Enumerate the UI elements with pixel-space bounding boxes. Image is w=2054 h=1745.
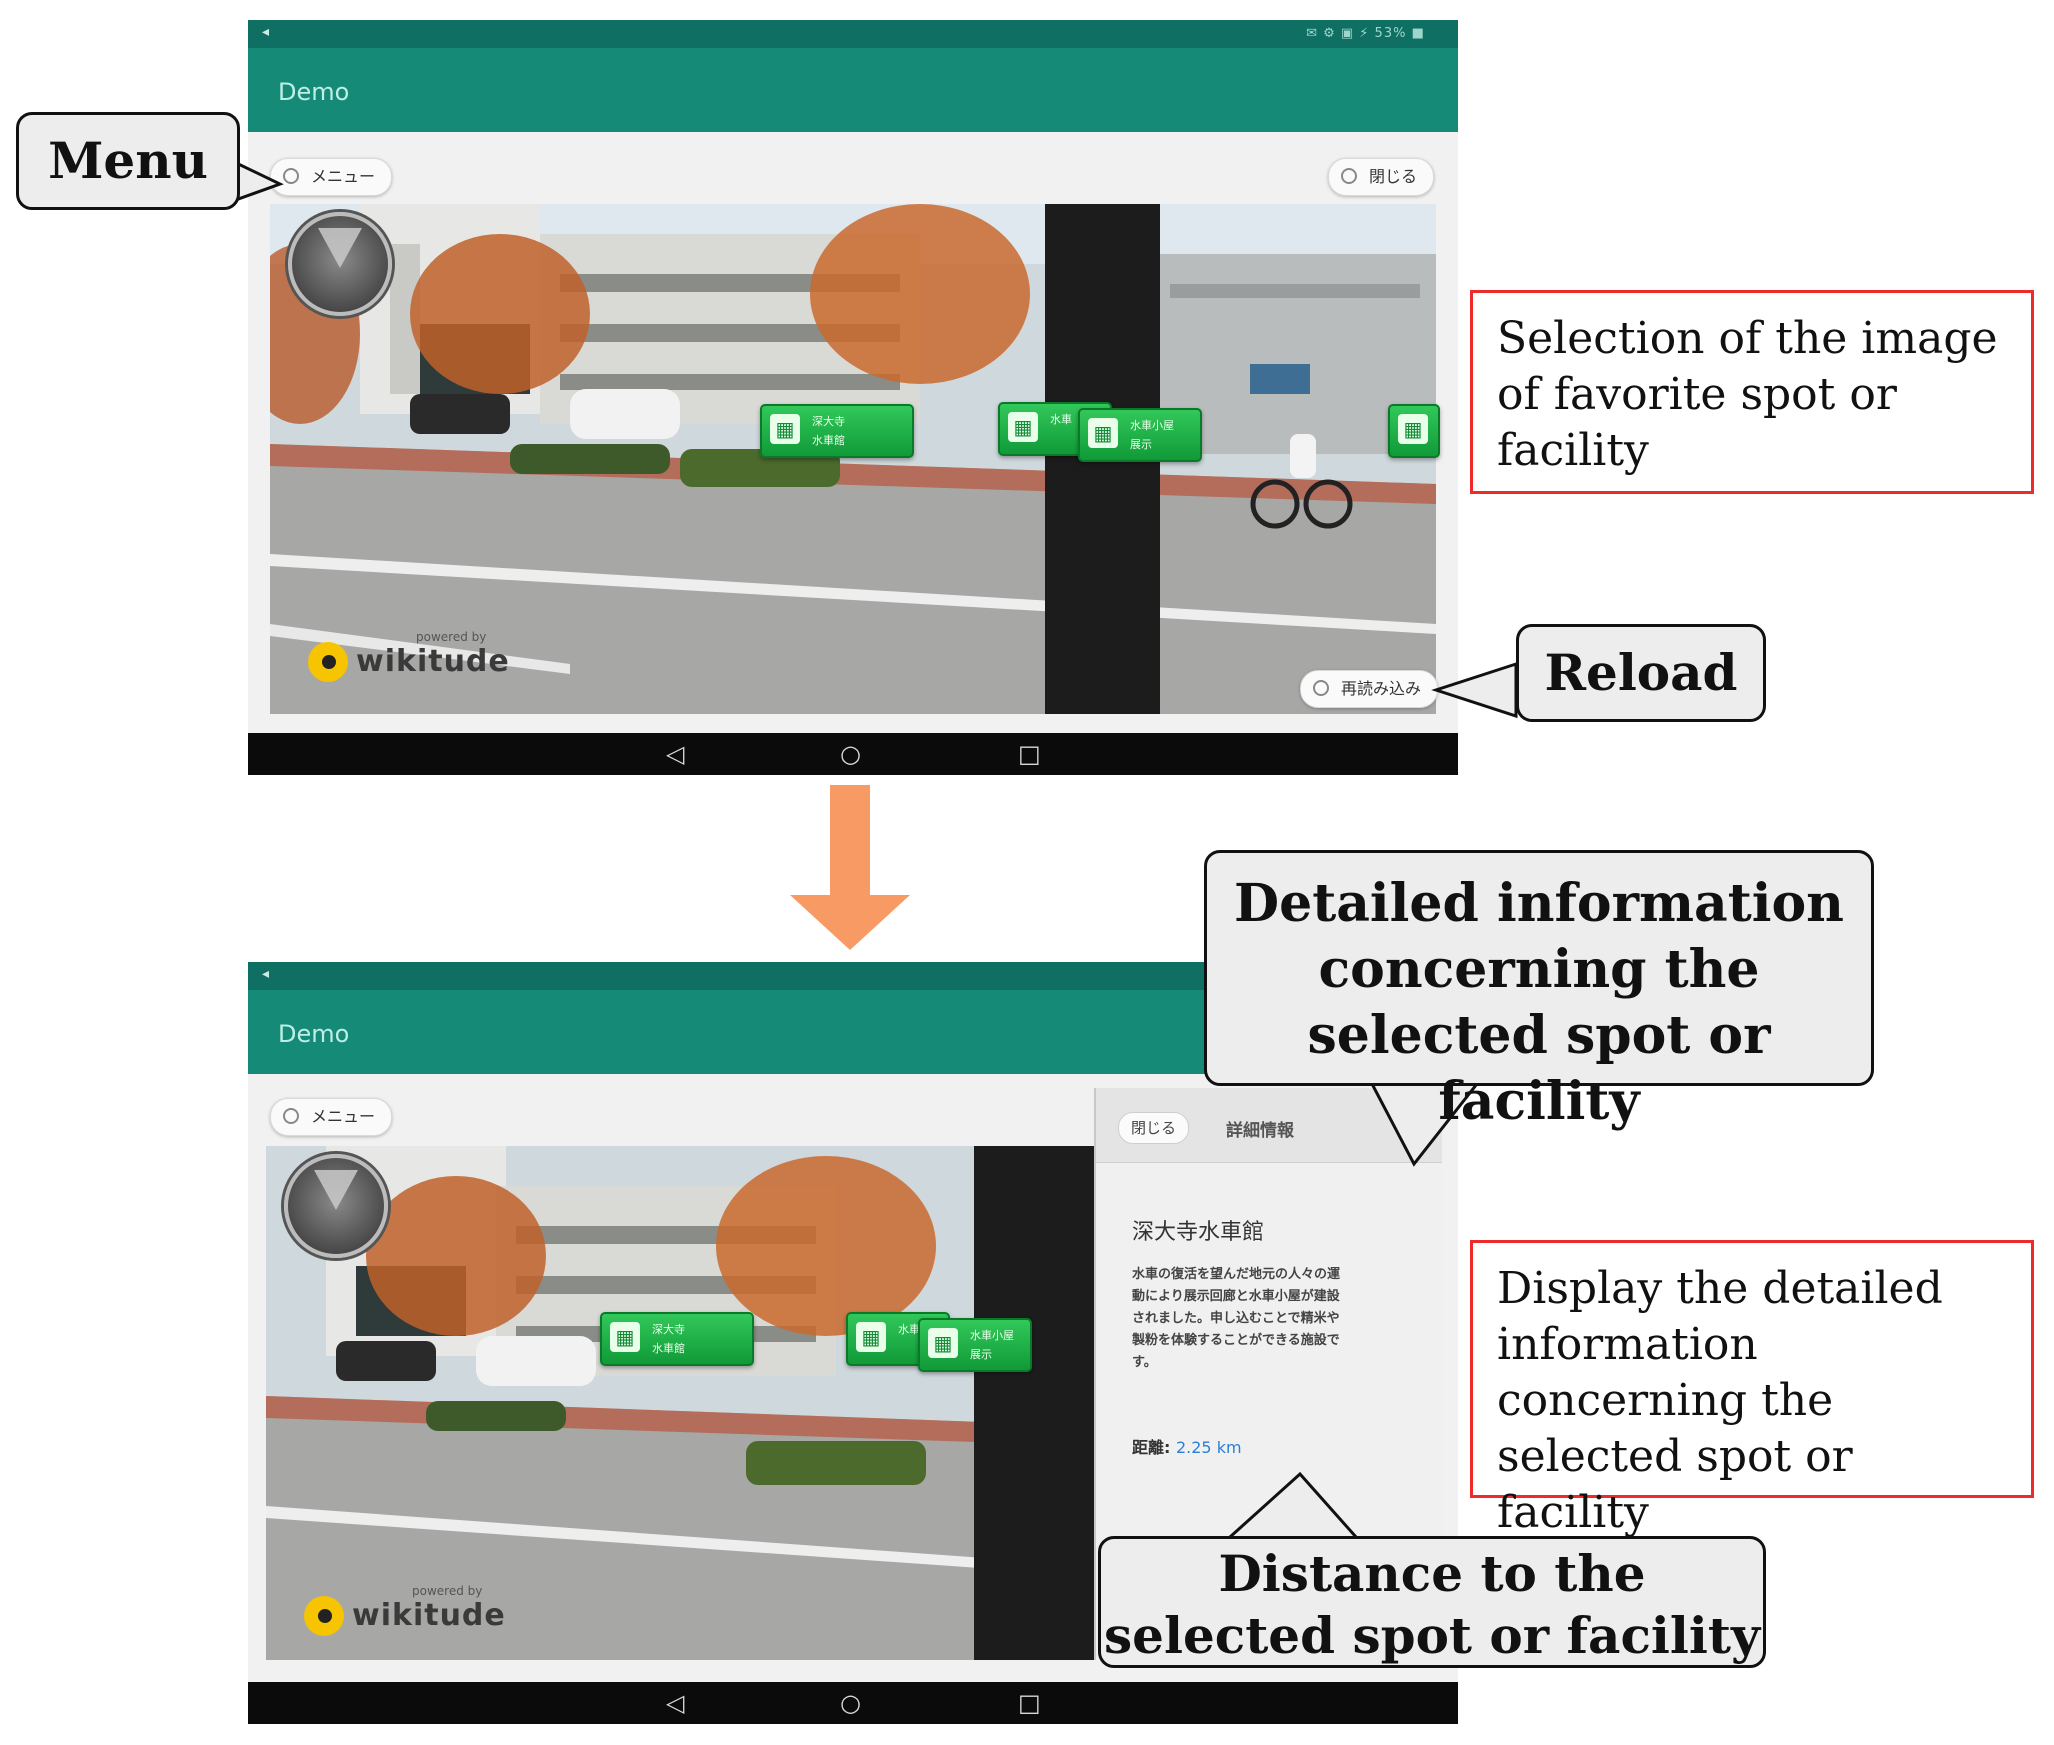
reload-annotation: Reload <box>1516 624 1766 722</box>
reload-annotation-text: Reload <box>1544 643 1738 702</box>
panel-title-detail-info: 詳細情報 <box>1226 1121 1294 1141</box>
radar-view-cone <box>314 1170 358 1210</box>
reload-button-label: 再読み込み <box>1341 679 1422 698</box>
display-detail-annotation-text: Display the detailed information concern… <box>1497 1263 1943 1538</box>
wikitude-logo: powered by wikitude <box>304 1584 524 1644</box>
ar-poi-marker[interactable]: ▦ 水車小屋 展示 <box>918 1318 1032 1372</box>
camera-feed <box>270 204 1436 714</box>
distance-annotation: Distance to the selected spot or facilit… <box>1098 1536 1766 1668</box>
compass-radar <box>284 1154 388 1258</box>
home-nav-button[interactable]: ○ <box>840 740 861 768</box>
back-nav-button[interactable]: ◁ <box>666 1689 685 1717</box>
building-icon: ▦ <box>1088 418 1118 448</box>
marker-label: 深大寺 <box>812 415 845 428</box>
radio-icon <box>283 168 299 184</box>
status-notification-icon: ◂ <box>262 24 270 40</box>
menu-button-label: メニュー <box>311 167 376 186</box>
building-icon: ▦ <box>1398 414 1428 444</box>
ar-poi-marker[interactable]: ▦ 水車小屋 展示 <box>1078 408 1202 462</box>
wikitude-powered-by: powered by <box>412 1584 483 1598</box>
camera-feed <box>266 1146 1094 1660</box>
marker-label: 深大寺 <box>652 1323 685 1336</box>
detailed-info-annotation-text: Detailed information concerning the sele… <box>1234 873 1844 1132</box>
ar-view: ▦ 深大寺 水車館 ▦ 水車 ▦ 水車小屋 展示 メニュー powered by… <box>248 1074 1458 1682</box>
selection-annotation-text: Selection of the image of favorite spot … <box>1497 313 1998 476</box>
ar-poi-marker[interactable]: ▦ 深大寺 水車館 <box>760 404 914 458</box>
spot-description: 水車の復活を望んだ地元の人々の運動により展示回廊と水車小屋が建設されました。申し… <box>1132 1267 1341 1370</box>
ar-view: ▦ 深大寺 水車館 ▦ 水車 ▦ 水車小屋 展示 ▦ メニュー 閉じる 再読み込… <box>248 132 1458 733</box>
wikitude-powered-by: powered by <box>416 630 487 644</box>
selection-annotation-box: Selection of the image of favorite spot … <box>1470 290 2034 494</box>
android-nav-bar: ◁ ○ □ <box>248 1682 1458 1724</box>
menu-button-label: メニュー <box>311 1107 376 1126</box>
back-nav-button[interactable]: ◁ <box>666 740 685 768</box>
status-notification-icon: ◂ <box>262 966 270 982</box>
flow-arrow-icon <box>790 785 910 950</box>
recent-apps-nav-button[interactable]: □ <box>1018 740 1041 768</box>
marker-sublabel: 展示 <box>970 1348 992 1361</box>
distance-annotation-text: Distance to the selected spot or facilit… <box>1103 1544 1761 1665</box>
close-button[interactable]: 閉じる <box>1328 158 1435 196</box>
home-nav-button[interactable]: ○ <box>840 1689 861 1717</box>
building-icon: ▦ <box>1008 412 1038 442</box>
reload-button[interactable]: 再読み込み <box>1300 670 1439 708</box>
marker-label: 水車 <box>1050 413 1072 426</box>
building-icon: ▦ <box>770 414 800 444</box>
marker-label: 水車 <box>898 1323 920 1336</box>
spot-distance: 距離: 2.25 km <box>1132 1434 1242 1458</box>
status-icons: ✉ ⚙ ▣ ⚡ 53% ■ <box>1306 26 1444 41</box>
ar-poi-marker[interactable]: ▦ 深大寺 水車館 <box>600 1312 754 1366</box>
recent-apps-nav-button[interactable]: □ <box>1018 1689 1041 1717</box>
distance-label: 距離: <box>1132 1438 1171 1457</box>
app-title: Demo <box>278 78 350 106</box>
wikitude-eye-icon <box>308 642 348 682</box>
marker-sublabel: 水車館 <box>812 434 845 447</box>
radio-icon <box>1341 168 1357 184</box>
wikitude-wordmark: wikitude <box>352 1598 506 1633</box>
radio-icon <box>283 1108 299 1124</box>
menu-annotation-text: Menu <box>48 131 208 190</box>
marker-sublabel: 展示 <box>1130 438 1152 451</box>
detailed-info-annotation: Detailed information concerning the sele… <box>1204 850 1874 1132</box>
radar-view-cone <box>318 228 362 268</box>
compass-radar <box>288 212 392 316</box>
distance-value: 2.25 km <box>1175 1438 1242 1457</box>
panel-close-button[interactable]: 閉じる <box>1118 1112 1190 1144</box>
wikitude-eye-icon <box>304 1596 344 1636</box>
marker-label: 水車小屋 <box>970 1329 1014 1342</box>
building-icon: ▦ <box>856 1322 886 1352</box>
marker-sublabel: 水車館 <box>652 1342 685 1355</box>
radio-icon <box>1313 680 1329 696</box>
app-bar: Demo <box>248 48 1458 132</box>
menu-button[interactable]: メニュー <box>270 158 393 196</box>
building-icon: ▦ <box>928 1328 958 1358</box>
building-icon: ▦ <box>610 1322 640 1352</box>
wikitude-wordmark: wikitude <box>356 644 510 679</box>
ar-poi-marker[interactable]: ▦ <box>1388 404 1440 458</box>
top-app-screen: ◂ ✉ ⚙ ▣ ⚡ 53% ■ Demo <box>248 20 1458 775</box>
android-nav-bar: ◁ ○ □ <box>248 733 1458 775</box>
status-bar: ◂ ✉ ⚙ ▣ ⚡ 53% ■ <box>248 20 1458 48</box>
marker-label: 水車小屋 <box>1130 419 1174 432</box>
menu-button[interactable]: メニュー <box>270 1098 393 1136</box>
app-title: Demo <box>278 1020 350 1048</box>
wikitude-logo: powered by wikitude <box>308 630 528 690</box>
reload-callout-pointer <box>1431 661 1518 719</box>
spot-name: 深大寺水車館 <box>1132 1220 1265 1245</box>
menu-annotation: Menu <box>16 112 240 210</box>
display-detail-annotation-box: Display the detailed information concern… <box>1470 1240 2034 1538</box>
close-button-label: 閉じる <box>1369 167 1418 186</box>
